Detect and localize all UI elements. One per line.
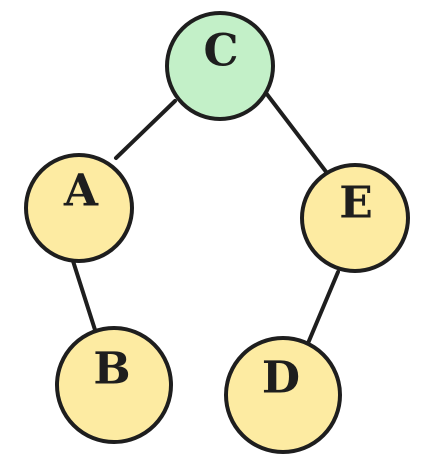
edge-c-a [114, 99, 177, 160]
node-b-label: B [93, 344, 130, 395]
node-b-circle [55, 326, 173, 444]
node-c[interactable]: C [165, 11, 275, 121]
node-d[interactable]: D [224, 336, 342, 454]
node-d-label: D [262, 353, 300, 404]
node-e[interactable]: E [300, 163, 410, 273]
node-a-label: A [63, 166, 99, 217]
node-c-label: C [203, 26, 238, 77]
edge-c-e [264, 91, 329, 175]
edge-e-d [304, 270, 340, 350]
node-e-label: E [339, 178, 373, 229]
node-d-circle [224, 336, 342, 454]
node-b[interactable]: B [55, 326, 173, 444]
node-c-circle [165, 11, 275, 121]
node-a-circle [24, 153, 134, 263]
edge-a-b [71, 259, 98, 335]
node-e-circle [300, 163, 410, 273]
node-a[interactable]: A [24, 153, 134, 263]
